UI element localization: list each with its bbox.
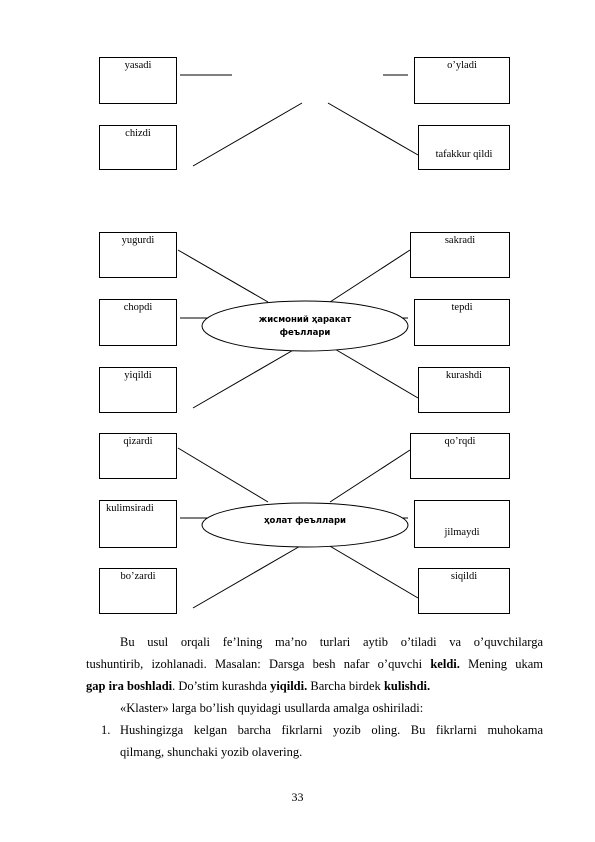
connector-line bbox=[327, 102, 419, 156]
connector-line bbox=[192, 344, 303, 409]
connector-line bbox=[327, 344, 419, 399]
verb-box-yasadi: yasadi bbox=[99, 57, 177, 104]
verb-box-qizardi: qizardi bbox=[99, 433, 177, 479]
verb-box-yiqildi: yiqildi bbox=[99, 367, 177, 413]
paragraph-line: gap ira boshladi. Do’stim kurashda yiqil… bbox=[86, 679, 431, 693]
connector-line bbox=[192, 544, 303, 609]
connector-line bbox=[329, 249, 411, 303]
center-ellipse-state bbox=[201, 502, 409, 548]
paragraph-klaster: «Klaster» larga bo’lish quyidagi usullar… bbox=[120, 701, 424, 715]
page-number: 33 bbox=[291, 790, 304, 804]
center-ellipse-physical bbox=[201, 300, 409, 352]
connector-line bbox=[192, 102, 303, 167]
connector-line bbox=[327, 544, 419, 599]
list-number: 1. bbox=[101, 723, 111, 737]
verb-box-oyladi: o’yladi bbox=[414, 57, 510, 104]
connector-line bbox=[329, 449, 411, 503]
verb-box-kulimsiradi: kulimsiradi bbox=[99, 500, 177, 548]
verb-box-bozardi: bo’zardi bbox=[99, 568, 177, 614]
connector-line bbox=[177, 447, 269, 503]
verb-box-chopdi: chopdi bbox=[99, 299, 177, 346]
center-label-physical: жисмоний ҳаракат феъллари bbox=[258, 315, 352, 338]
paragraph-line: tushuntirib, izohlanadi. Masalan: Darsga… bbox=[86, 657, 543, 671]
center-label-state: ҳолат феъллари bbox=[264, 516, 346, 526]
verb-box-yugurdi: yugurdi bbox=[99, 232, 177, 278]
verb-box-chizdi: chizdi bbox=[99, 125, 177, 170]
verb-box-tepdi: tepdi bbox=[414, 299, 510, 346]
verb-box-sakradi: sakradi bbox=[410, 232, 510, 278]
verb-box-tafakkur: tafakkur qildi bbox=[418, 125, 510, 170]
list-item-line: qilmang, shunchaki yozib olavering. bbox=[120, 745, 303, 759]
verb-box-kurashdi: kurashdi bbox=[418, 367, 510, 413]
verb-box-qorqdi: qo’rqdi bbox=[410, 433, 510, 479]
connector-line bbox=[177, 249, 269, 303]
list-item-line: Hushingizga kelgan barcha fikrlarni yozi… bbox=[120, 723, 543, 737]
verb-box-jilmaydi: jilmaydi bbox=[414, 500, 510, 548]
paragraph-line: Bu usul orqali fe’lning ma’no turlari ay… bbox=[120, 635, 543, 649]
verb-box-siqildi: siqildi bbox=[418, 568, 510, 614]
